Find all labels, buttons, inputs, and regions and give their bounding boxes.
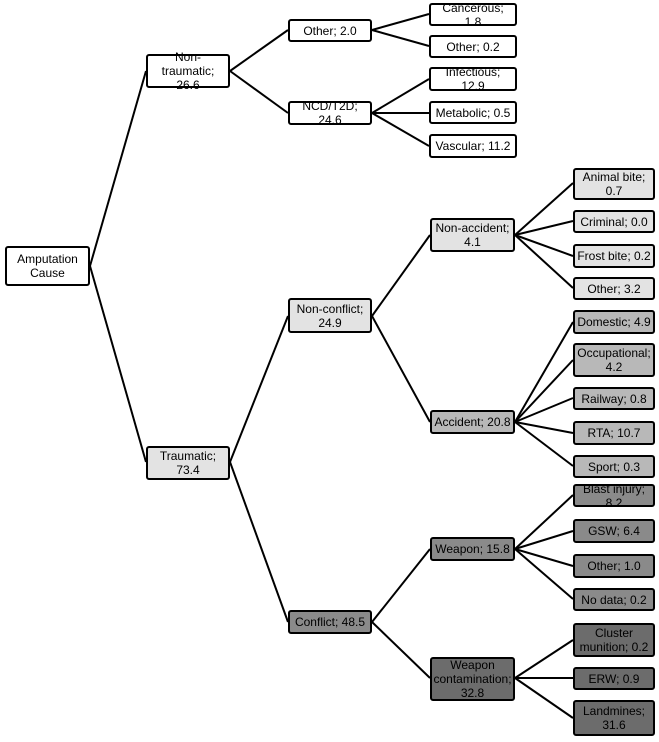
node-traumatic: Traumatic; 73.4 — [146, 446, 230, 480]
node-amputation-cause: Amputation Cause — [5, 246, 90, 286]
node-other-1-0: Other; 1.0 — [573, 554, 655, 578]
node-animal-bite: Animal bite; 0.7 — [573, 168, 655, 200]
node-erw: ERW; 0.9 — [573, 667, 655, 690]
node-other-0-2: Other; 0.2 — [429, 35, 517, 58]
node-sport: Sport; 0.3 — [573, 455, 655, 478]
node-criminal: Criminal; 0.0 — [573, 210, 655, 233]
node-accident: Accident; 20.8 — [430, 410, 515, 434]
node-non-accident: Non-accident; 4.1 — [430, 218, 515, 252]
node-blast-injury: Blast injury; 8.2 — [573, 482, 655, 510]
node-landmines: Landmines; 31.6 — [573, 700, 655, 736]
node-ncd-t2d: NCD/T2D; 24.6 — [288, 99, 372, 127]
node-occupational: Occupational; 4.2 — [573, 343, 655, 377]
connector-lines — [89, 13, 574, 719]
node-cluster-munition: Cluster munition; 0.2 — [573, 623, 655, 657]
node-weapon-contamination: Weapon contamination; 32.8 — [430, 657, 515, 701]
node-no-data: No data; 0.2 — [573, 588, 655, 611]
node-vascular: Vascular; 11.2 — [429, 134, 517, 158]
node-railway: Railway; 0.8 — [573, 387, 655, 410]
node-cancerous: Cancerous; 1.8 — [429, 1, 517, 29]
node-weapon: Weapon; 15.8 — [430, 537, 515, 561]
node-other-2-0: Other; 2.0 — [288, 19, 372, 42]
node-gsw: GSW; 6.4 — [573, 519, 655, 543]
node-non-traumatic: Non-traumatic; 26.6 — [146, 50, 230, 92]
node-rta: RTA; 10.7 — [573, 421, 655, 445]
node-metabolic: Metabolic; 0.5 — [429, 101, 517, 124]
node-conflict: Conflict; 48.5 — [288, 610, 372, 634]
node-other-3-2: Other; 3.2 — [573, 277, 655, 300]
node-infectious: Infectious; 12.9 — [429, 65, 517, 93]
node-frost-bite: Frost bite; 0.2 — [573, 244, 655, 268]
node-domestic: Domestic; 4.9 — [573, 310, 655, 334]
node-non-conflict: Non-conflict; 24.9 — [288, 298, 372, 333]
